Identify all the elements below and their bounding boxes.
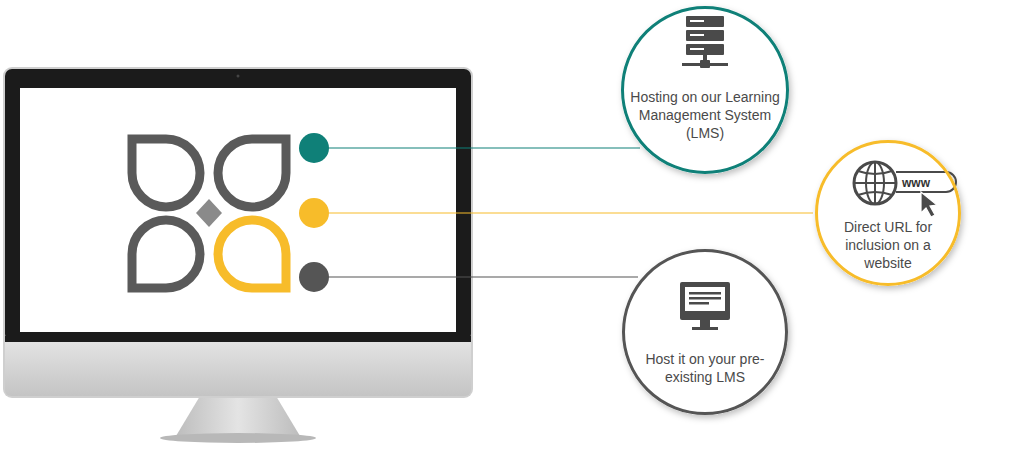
- globe-icon: [854, 162, 956, 217]
- option-circle: Hosting on our Learning Management Syste…: [621, 6, 789, 174]
- circle-grounds: [621, 6, 961, 415]
- option-text: Hosting on our Learning Management Syste…: [630, 88, 780, 142]
- www-label: www: [902, 176, 930, 190]
- monitor-stand: [160, 396, 316, 443]
- server-icon: [682, 16, 728, 68]
- circle-outline: [622, 249, 788, 415]
- monitor-icon: [680, 282, 730, 330]
- option-text: Direct URL for inclusion on a website: [833, 218, 943, 272]
- option-circle: Host it on your pre-existing LMS: [622, 249, 788, 415]
- option-text: Host it on your pre-existing LMS: [635, 350, 775, 386]
- logo: [132, 139, 286, 288]
- monitor: [3, 67, 473, 398]
- option-circle: Direct URL for inclusion on a website: [815, 140, 961, 286]
